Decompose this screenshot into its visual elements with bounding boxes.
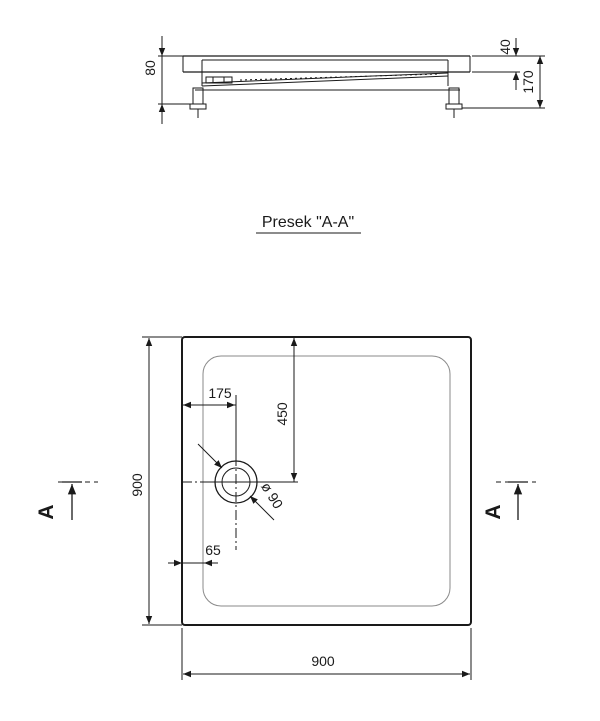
tray-outline	[181, 336, 472, 626]
tray-basin	[202, 355, 451, 607]
dim-depth-label: 900	[129, 473, 145, 497]
dim-drain-offset-y-label: 450	[274, 402, 290, 426]
dim-rim-width: 65	[168, 542, 221, 567]
section-marker-left: A	[35, 481, 98, 520]
section-marker-right: A	[482, 481, 536, 520]
dim-edge-height: 80	[142, 36, 192, 124]
dim-rim-height: 40	[472, 38, 520, 90]
section-marker-right-label: A	[482, 504, 505, 519]
section-view: 80 40 170	[142, 36, 545, 124]
dim-edge-height-label: 80	[142, 60, 158, 76]
section-caption-text: Presek "A-A"	[262, 214, 354, 231]
dim-total-height: 170	[462, 55, 545, 109]
dim-drain-offset-x-label: 175	[208, 385, 232, 401]
dim-drain-offset-x: 175	[182, 385, 237, 462]
dim-drain-diameter-label: ø 90	[258, 479, 287, 511]
dim-rim-height-label: 40	[497, 39, 513, 55]
section-caption: Presek "A-A"	[256, 214, 361, 234]
tray-profile	[182, 55, 471, 91]
section-marker-left-label: A	[35, 504, 58, 519]
leg-left	[189, 87, 207, 118]
plan-view: ø 90 175 450 65	[35, 336, 536, 680]
dim-rim-width-label: 65	[205, 542, 221, 558]
dim-depth: 900	[129, 336, 182, 626]
dim-total-height-label: 170	[520, 70, 536, 94]
dim-width-label: 900	[311, 653, 335, 669]
leg-right	[445, 87, 463, 118]
dim-drain-offset-y: 450	[258, 337, 298, 483]
dim-width: 900	[181, 628, 472, 680]
